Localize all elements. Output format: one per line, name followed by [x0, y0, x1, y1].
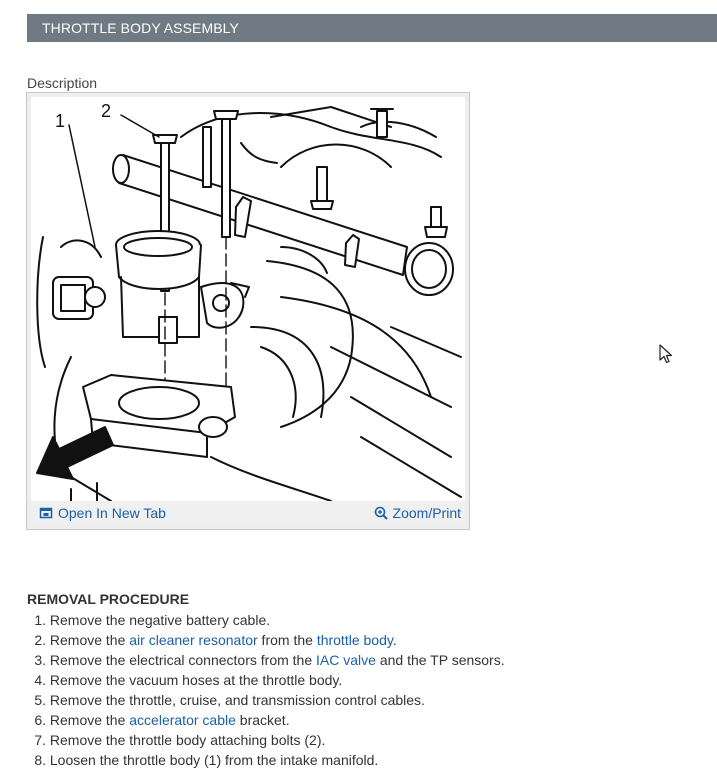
procedure-step: 6. Remove the accelerator cable bracket. [27, 711, 505, 731]
removal-procedure-heading: REMOVAL PROCEDURE [27, 591, 190, 607]
step-text: Remove the vacuum hoses at the throttle … [49, 672, 343, 688]
step-text: Remove the negative battery cable. [49, 612, 271, 628]
procedure-step: 3. Remove the electrical connectors from… [27, 651, 505, 671]
open-in-new-tab-link[interactable]: Open In New Tab [39, 505, 166, 521]
procedure-step: 8. Loosen the throttle body (1) from the… [27, 751, 505, 771]
step-text: Loosen the throttle body (1) from the in… [49, 752, 379, 768]
step-link[interactable]: IAC valve [316, 652, 376, 668]
description-label: Description [27, 75, 98, 91]
procedure-step: 7. Remove the throttle body attaching bo… [27, 731, 505, 751]
step-text: from the [257, 632, 317, 648]
removal-steps-list: 1. Remove the negative battery cable.2. … [27, 611, 505, 771]
step-number: 5. [34, 692, 46, 708]
step-link[interactable]: throttle body [316, 632, 393, 648]
step-number: 6. [34, 712, 46, 728]
step-link[interactable]: accelerator cable [129, 712, 236, 728]
step-text: and the TP sensors. [375, 652, 505, 668]
step-text: . [392, 632, 397, 648]
procedure-step: 1. Remove the negative battery cable. [27, 611, 505, 631]
step-number: 2. [34, 632, 46, 648]
zoom-print-label: Zoom/Print [392, 505, 461, 521]
step-text: Remove the electrical connectors from th… [49, 652, 317, 668]
open-in-new-tab-label: Open In New Tab [58, 505, 166, 521]
zoom-in-icon [374, 506, 388, 520]
zoom-print-link[interactable]: Zoom/Print [374, 505, 461, 521]
procedure-step: 2. Remove the air cleaner resonator from… [27, 631, 505, 651]
callout-1-label: 1 [55, 111, 65, 131]
throttle-body-diagram[interactable]: 1 2 [31, 97, 465, 501]
step-text: Remove the throttle body attaching bolts… [49, 732, 326, 748]
diagram-drawing: 1 2 [36, 101, 462, 501]
step-text: bracket. [235, 712, 290, 728]
mouse-cursor-icon [659, 344, 673, 364]
step-text: Remove the [49, 712, 130, 728]
step-number: 1. [34, 612, 46, 628]
step-number: 3. [34, 652, 46, 668]
step-text: Remove the [49, 632, 130, 648]
step-link[interactable]: air cleaner resonator [129, 632, 258, 648]
figure-container: 1 2 Open In New Tab Zoom/Print [26, 92, 470, 530]
step-number: 7. [34, 732, 46, 748]
procedure-step: 5. Remove the throttle, cruise, and tran… [27, 691, 505, 711]
step-number: 8. [34, 752, 46, 768]
procedure-step: 4. Remove the vacuum hoses at the thrott… [27, 671, 505, 691]
section-title: THROTTLE BODY ASSEMBLY [42, 20, 239, 36]
open-in-new-tab-icon [39, 506, 53, 520]
section-header: THROTTLE BODY ASSEMBLY [27, 14, 717, 42]
figure-toolbar: Open In New Tab Zoom/Print [31, 501, 465, 525]
step-text: Remove the throttle, cruise, and transmi… [49, 692, 425, 708]
callout-2-label: 2 [101, 101, 111, 121]
step-number: 4. [34, 672, 46, 688]
